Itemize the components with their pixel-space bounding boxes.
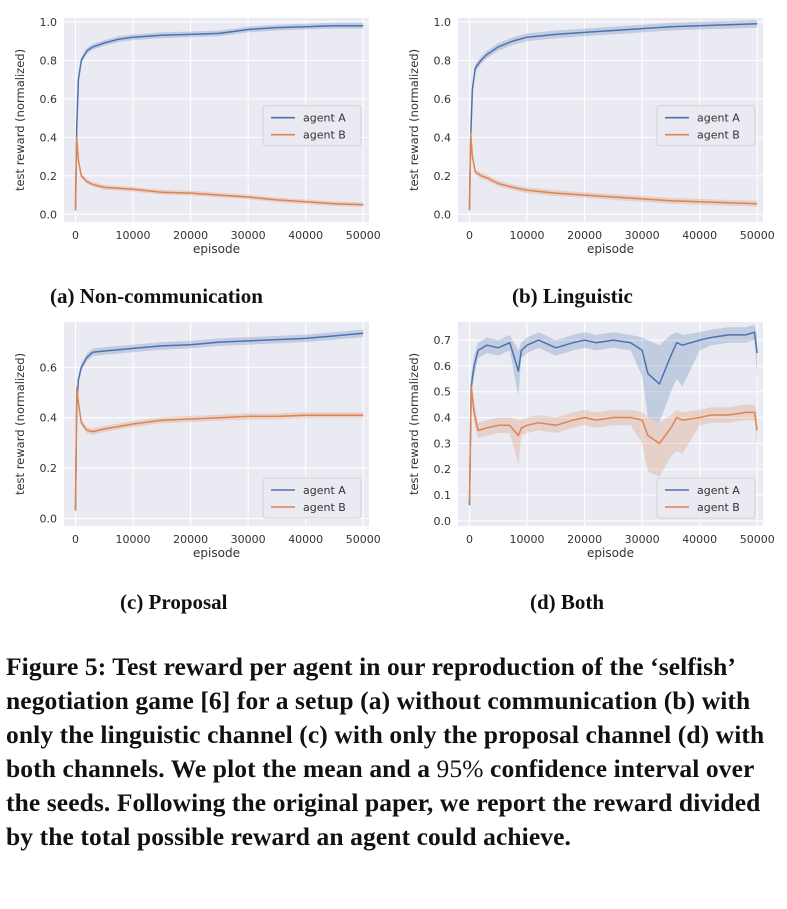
- series-b-line: [468, 132, 758, 211]
- x-tick-label: 50000: [740, 533, 775, 546]
- x-tick-label: 50000: [346, 229, 381, 242]
- y-tick-label: 0.0: [40, 208, 58, 221]
- figure-caption-part2: confidence interval over the seeds. Foll…: [6, 754, 761, 851]
- x-axis-label: episode: [193, 546, 240, 560]
- y-axis-label: test reward (normalized): [407, 353, 421, 495]
- chart-a-svg: 0.0 0.2 0.4 0.6 0.8 1.0 0 10000 20000 30000 40000 5…: [13, 16, 381, 256]
- series-a-confidence-band: [75, 22, 364, 210]
- x-axis-label: episode: [587, 242, 634, 256]
- y-axis-label: test reward (normalized): [407, 49, 421, 191]
- legend-label-agent-a: agent A: [303, 484, 346, 497]
- x-tick-label: 10000: [116, 533, 151, 546]
- y-tick-label: 0.5: [434, 386, 452, 399]
- y-tick-label: 1.0: [434, 16, 452, 29]
- x-tick-label: 30000: [231, 533, 266, 546]
- subcaption-d: (d) Both: [530, 590, 605, 614]
- x-tick-label: 40000: [288, 533, 323, 546]
- legend-label-agent-b: agent B: [697, 129, 740, 142]
- legend-label-agent-b: agent B: [303, 129, 346, 142]
- legend-box: [262, 477, 362, 519]
- y-tick-label: 0.2: [434, 463, 452, 476]
- series-b-confidence-band: [469, 130, 758, 214]
- y-tick-label: 0.4: [40, 131, 58, 144]
- series-b-line: [468, 385, 758, 503]
- x-tick-label: 0: [466, 229, 473, 242]
- y-tick-label: 0.7: [434, 334, 452, 347]
- chart-panel-b: 0.0 0.2 0.4 0.6 0.8 1.0 0 10000 20000 30000 40000 5…: [400, 14, 780, 274]
- x-tick-label: 10000: [116, 229, 151, 242]
- x-tick-label: 20000: [173, 533, 208, 546]
- x-tick-label: 50000: [346, 533, 381, 546]
- legend-label-agent-b: agent B: [303, 501, 346, 514]
- x-tick-label: 40000: [682, 533, 717, 546]
- y-tick-label: 0.2: [434, 170, 452, 183]
- x-tick-label: 40000: [682, 229, 717, 242]
- x-tick-label: 30000: [625, 229, 660, 242]
- figure-caption: Figure 5: Test reward per agent in our r…: [6, 650, 778, 854]
- y-tick-label: 0.0: [40, 512, 58, 525]
- y-tick-label: 0.4: [434, 412, 452, 425]
- y-tick-label: 1.0: [40, 16, 58, 29]
- series-b-confidence-band: [75, 384, 364, 514]
- series-a-confidence-band: [469, 324, 758, 508]
- series-a-line: [74, 332, 364, 509]
- y-tick-label: 0.4: [40, 412, 58, 425]
- x-tick-label: 10000: [510, 533, 545, 546]
- y-tick-label: 0.6: [434, 360, 452, 373]
- series-b-line: [74, 136, 364, 211]
- y-tick-label: 0.2: [40, 462, 58, 475]
- series-b-confidence-band: [75, 135, 364, 213]
- y-tick-label: 0.0: [434, 515, 452, 528]
- x-tick-label: 20000: [567, 533, 602, 546]
- y-axis-label: test reward (normalized): [13, 49, 27, 191]
- x-tick-label: 50000: [740, 229, 775, 242]
- chart-panel-d: 0.0 0.1 0.2 0.3 0.4 0.5 0.6 0.7 0 10000 20000 30000…: [396, 318, 776, 578]
- subcaption-c: (c) Proposal: [120, 590, 228, 614]
- series-a-confidence-band: [75, 329, 364, 513]
- x-tick-label: 0: [466, 533, 473, 546]
- y-axis-label: test reward (normalized): [13, 353, 27, 495]
- series-a-line: [468, 23, 758, 207]
- y-tick-label: 0.6: [40, 93, 58, 106]
- legend-label-agent-a: agent A: [303, 112, 346, 125]
- figure-caption-part1: Figure 5: Test reward per agent in our r…: [6, 652, 765, 783]
- subcaption-b: (b) Linguistic: [512, 284, 633, 308]
- y-tick-label: 0.1: [434, 489, 452, 502]
- y-tick-label: 0.8: [40, 54, 58, 67]
- series-a-line: [74, 24, 364, 207]
- y-tick-label: 0.3: [434, 437, 452, 450]
- legend-box: [656, 105, 756, 147]
- x-tick-label: 30000: [625, 533, 660, 546]
- legend-label-agent-b: agent B: [697, 501, 740, 514]
- x-axis-label: episode: [193, 242, 240, 256]
- x-tick-label: 20000: [567, 229, 602, 242]
- x-tick-label: 0: [72, 533, 79, 546]
- chart-c-svg: 0.0 0.2 0.4 0.6 0 10000 20000 30000 40000 50000 ep…: [13, 322, 381, 560]
- series-b-line: [74, 386, 364, 511]
- x-axis-label: episode: [587, 546, 634, 560]
- x-tick-label: 0: [72, 229, 79, 242]
- y-tick-label: 0.8: [434, 54, 452, 67]
- y-tick-label: 0.6: [40, 361, 58, 374]
- y-tick-label: 0.6: [434, 93, 452, 106]
- chart-b-svg: 0.0 0.2 0.4 0.6 0.8 1.0 0 10000 20000 30000 40000 5…: [407, 16, 775, 256]
- chart-panel-c: 0.0 0.2 0.4 0.6 0 10000 20000 30000 40000 50000 ep…: [6, 318, 386, 578]
- x-tick-label: 40000: [288, 229, 323, 242]
- x-tick-label: 10000: [510, 229, 545, 242]
- x-tick-label: 30000: [231, 229, 266, 242]
- figure-caption-percent: 95%: [436, 754, 484, 783]
- y-tick-label: 0.4: [434, 131, 452, 144]
- subcaption-a: (a) Non-communication: [50, 284, 263, 308]
- legend-label-agent-a: agent A: [697, 112, 740, 125]
- y-tick-label: 0.0: [434, 208, 452, 221]
- chart-panel-a: 0.0 0.2 0.4 0.6 0.8 1.0 0 10000 20000 30000 40000 5…: [6, 14, 386, 274]
- legend-box: [262, 105, 362, 147]
- series-a-line: [468, 331, 758, 506]
- legend-label-agent-a: agent A: [697, 484, 740, 497]
- legend-box: [656, 477, 756, 519]
- x-tick-label: 20000: [173, 229, 208, 242]
- chart-d-svg: 0.0 0.1 0.2 0.3 0.4 0.5 0.6 0.7 0 10000 20000 30000…: [407, 322, 775, 560]
- y-tick-label: 0.2: [40, 170, 58, 183]
